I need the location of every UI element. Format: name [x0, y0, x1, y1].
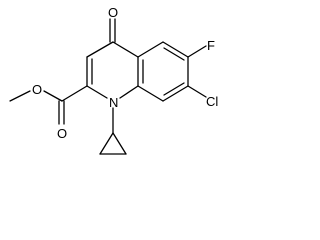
- bond-c7-c8: [162, 85, 189, 102]
- structure-diagram: O F Cl N O O: [9, 5, 218, 155]
- bond-c7-cl: [187, 85, 207, 98]
- bond-c5-c6-double: [163, 47, 185, 61]
- bond-c2-ccarb: [61, 85, 88, 102]
- bond-ccarb-oester: [43, 90, 63, 102]
- molecule-canvas: O F Cl N O O: [9, 5, 218, 155]
- bond-c3-c4: [86, 41, 114, 58]
- atom-cl: Cl: [206, 94, 218, 109]
- bond-oester-methyl: [9, 90, 31, 102]
- bond-c6-f: [187, 45, 207, 58]
- bond-n-c2: [86, 85, 108, 99]
- bond-c4-c4a: [112, 41, 139, 58]
- bond-cp-b: [112, 132, 127, 155]
- bond-c7-c8-double: [163, 82, 185, 96]
- atom-o-keto: O: [108, 5, 118, 20]
- atom-o-ester: O: [32, 82, 42, 97]
- atom-o-carbonyl: O: [57, 126, 67, 141]
- bond-c8-c8a: [137, 85, 164, 102]
- bond-cp-a: [99, 132, 114, 155]
- atom-f: F: [207, 38, 215, 53]
- bond-c5-c6: [162, 41, 189, 58]
- bond-c4a-c5: [137, 41, 164, 58]
- bond-c8a-n: [119, 85, 139, 99]
- atom-n: N: [109, 95, 118, 110]
